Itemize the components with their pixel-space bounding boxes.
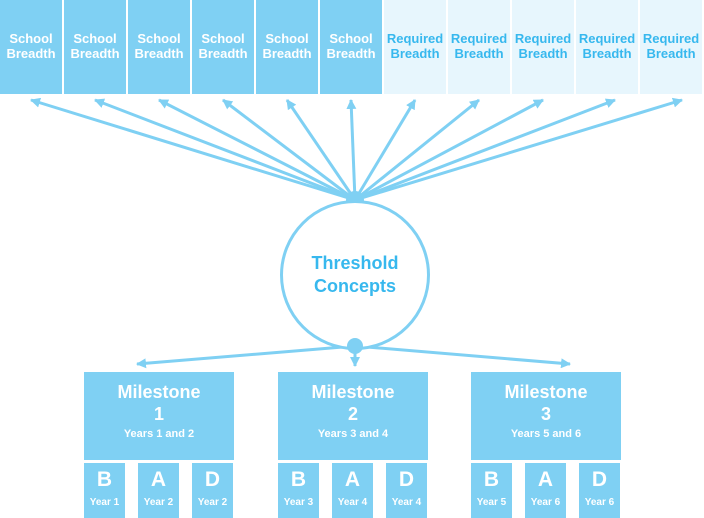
part-letter: D [204,468,221,491]
arrow-to-milestone-3 [354,344,571,369]
arrow-to-breadth-10 [354,98,616,202]
arrow-to-breadth-11 [354,97,683,202]
arrow-to-breadth-3 [158,98,356,202]
milestone-3-part-b: B Year 5 [471,463,512,518]
milestone-3-part-a: A Year 6 [525,463,566,518]
part-letter: D [591,468,608,491]
milestone-2-box: Milestone 2 Years 3 and 4 [278,372,428,460]
milestone-2-part-d: D Year 4 [386,463,427,518]
part-year: Year 6 [530,497,561,508]
milestone-years: Years 1 and 2 [123,428,195,440]
box-label-line2: Breadth [326,46,376,61]
box-label-line2: Breadth [390,46,440,61]
arrow-to-milestone-1 [136,344,356,369]
milestone-number: 2 [347,404,358,424]
box-label-line1: School [137,31,181,46]
box-label-line1: Required [642,31,700,46]
box-label-line2: Breadth [70,46,120,61]
part-year: Year 1 [89,497,120,508]
milestone-number: 1 [153,404,164,424]
part-year: Year 2 [197,497,228,508]
part-year: Year 6 [584,497,615,508]
arrow-to-breadth-7 [353,99,417,201]
box-label-line1: Required [450,31,508,46]
milestone-years: Years 3 and 4 [317,428,389,440]
box-label-line2: Breadth [134,46,184,61]
milestone-title: Milestone [311,382,395,402]
box-label-line2: Breadth [582,46,632,61]
milestone-3-part-d: D Year 6 [579,463,620,518]
box-label-line1: Required [514,31,572,46]
box-label-line2: Breadth [518,46,568,61]
milestone-1-part-d: D Year 2 [192,463,233,518]
part-letter: B [290,468,307,491]
part-year: Year 5 [476,497,507,508]
part-letter: B [483,468,500,491]
part-letter: A [537,468,554,491]
box-label-line1: School [9,31,53,46]
part-year: Year 3 [283,497,314,508]
milestone-2-part-b: B Year 3 [278,463,319,518]
bottom-connector-node [347,338,363,354]
box-label-line2: Breadth [198,46,248,61]
threshold-concepts-circle: Threshold Concepts [280,200,430,350]
box-label-line1: School [329,31,373,46]
box-label-line2: Breadth [454,46,504,61]
milestone-1-box: Milestone 1 Years 1 and 2 [84,372,234,460]
box-label-line1: Required [386,31,444,46]
box-label-line2: Breadth [646,46,696,61]
arrow-to-breadth-2 [94,98,356,202]
arrow-to-breadth-5 [285,99,357,201]
milestone-years: Years 5 and 6 [510,428,582,440]
box-label-line2: Breadth [6,46,56,61]
part-letter: A [344,468,361,491]
arrow-to-breadth-1 [30,97,356,202]
arrow-to-breadth-9 [354,98,544,202]
milestone-2-part-a: A Year 4 [332,463,373,518]
milestone-1-part-b: B Year 1 [84,463,125,518]
threshold-concepts-label: Threshold Concepts [311,253,399,296]
box-label-line1: Required [578,31,636,46]
arrow-to-breadth-6 [346,99,357,201]
box-label-line1: School [73,31,117,46]
milestone-number: 3 [540,404,551,424]
part-letter: A [150,468,167,491]
part-letter: B [96,468,113,491]
arrow-to-breadth-8 [354,98,480,202]
part-letter: D [398,468,415,491]
milestone-title: Milestone [117,382,201,402]
milestone-title: Milestone [504,382,588,402]
part-year: Year 4 [391,497,422,508]
milestone-3-box: Milestone 3 Years 5 and 6 [471,372,621,460]
box-label-line1: School [201,31,245,46]
milestone-1-part-a: A Year 2 [138,463,179,518]
part-year: Year 4 [337,497,368,508]
arrow-to-breadth-4 [222,98,356,202]
part-year: Year 2 [143,497,174,508]
box-label-line2: Breadth [262,46,312,61]
box-label-line1: School [265,31,309,46]
